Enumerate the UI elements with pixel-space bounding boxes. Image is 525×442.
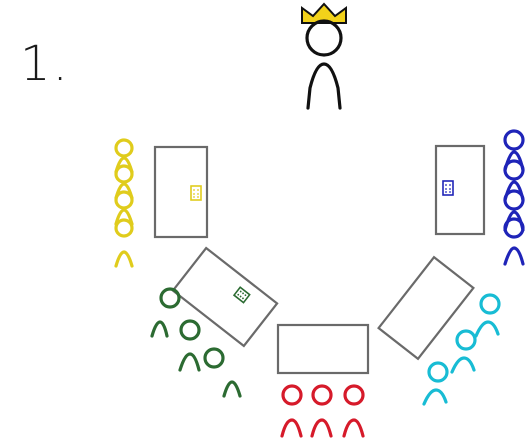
cyan-team — [422, 293, 501, 406]
red-person-3-body — [342, 418, 365, 438]
green-person-2-body — [178, 352, 201, 372]
yellow-person-1-head — [114, 138, 134, 158]
yellow-person-1-body — [114, 156, 134, 174]
cyan-table — [377, 255, 475, 361]
yellow-table-token — [190, 185, 202, 201]
king-figure — [301, 2, 347, 110]
green-table — [171, 246, 279, 348]
blue-person-3-head — [503, 189, 525, 211]
yellow-person-2-head — [114, 164, 134, 184]
red-person-1-head — [281, 384, 303, 406]
red-person-2-head — [311, 384, 333, 406]
king-head — [305, 19, 343, 57]
yellow-person-4-body — [114, 250, 134, 268]
blue-person-2-body — [503, 180, 525, 202]
cyan-person-3-head — [427, 361, 449, 383]
yellow-person-2-body — [114, 182, 134, 200]
blue-table — [434, 144, 486, 236]
blue-person-4-head — [503, 217, 525, 239]
crown-icon — [301, 2, 347, 24]
yellow-person-3-body — [114, 208, 134, 226]
yellow-table-token-dots — [193, 189, 199, 198]
cyan-person-1-body — [474, 320, 500, 338]
red-person-1-body — [280, 418, 303, 438]
red-team — [280, 384, 365, 438]
blue-person-2-head — [503, 159, 525, 181]
red-person-2-body — [310, 418, 333, 438]
blue-person-1-head — [503, 129, 525, 151]
green-team — [150, 287, 242, 398]
yellow-table — [153, 145, 209, 239]
blue-table-token — [442, 180, 454, 196]
yellow-team — [114, 138, 134, 268]
red-person-3-head — [343, 384, 365, 406]
cyan-person-2-body — [450, 356, 476, 374]
cyan-person-3-body — [422, 388, 448, 406]
green-person-1-head — [159, 287, 181, 309]
green-person-2-head — [179, 319, 201, 341]
green-table-token — [232, 286, 251, 304]
red-table — [276, 323, 370, 375]
blue-person-4-body — [503, 246, 525, 266]
step-number: 1. — [20, 36, 70, 92]
blue-person-1-body — [503, 150, 525, 172]
green-person-3-body — [222, 380, 242, 398]
blue-team — [503, 129, 525, 266]
green-person-1-body — [150, 320, 169, 338]
green-person-3-head — [203, 347, 225, 369]
king-body — [306, 62, 342, 110]
cyan-person-1-head — [479, 293, 501, 315]
yellow-person-3-head — [114, 190, 134, 210]
yellow-person-4-head — [114, 218, 134, 238]
cyan-person-2-head — [455, 329, 477, 351]
